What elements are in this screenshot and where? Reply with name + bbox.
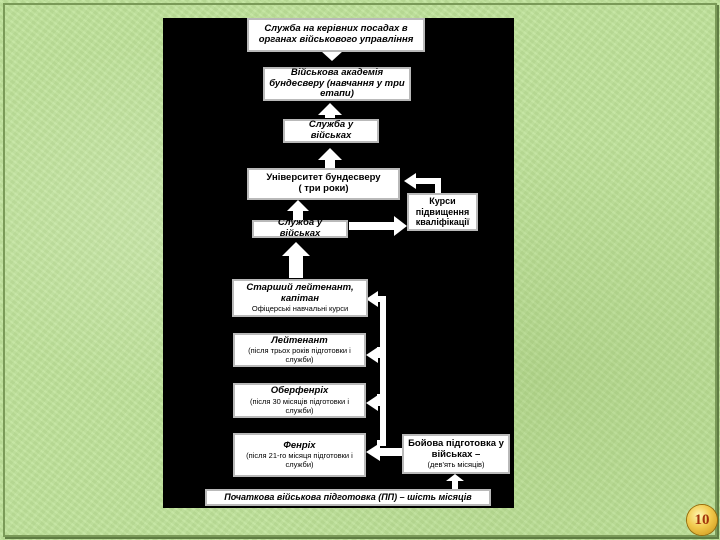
fenrich-sub: (після 21-го місяця підготовки і служби) [246, 451, 353, 470]
box-academy: Військова академія бундесверу (навчання … [263, 67, 411, 101]
combat-sub: (дев'ять місяців) [427, 460, 485, 470]
fenrich-title: Фенріх [283, 439, 316, 451]
box-fenrich: Фенріх (після 21-го місяця підготовки і … [233, 433, 366, 477]
box-oberfenrich: Оберфенріх (після 30 місяців підготовки … [233, 383, 366, 418]
box-service-top: Служба у військах [283, 119, 379, 143]
box-courses: Курси підвищення кваліфікації [407, 193, 478, 231]
academy-label: Військова академія бундесверу (навчання … [269, 66, 405, 100]
lieutenant-sub: (після трьох років підготовки і служби) [248, 346, 351, 365]
oberfenrich-title: Оберфенріх [270, 385, 329, 397]
box-university: Університет бундесверу ( три роки) [247, 168, 400, 200]
box-lieutenant: Лейтенант (після трьох років підготовки … [233, 333, 366, 367]
box-combat: Бойова підготовка у військах – (дев'ять … [402, 434, 510, 474]
senior-title: Старший лейтенант, капітан [246, 281, 354, 304]
page-number: 10 [694, 511, 710, 528]
top-service-label: Служба на керівних посадах в органах вій… [258, 23, 414, 45]
page-number-badge: 10 [687, 505, 717, 535]
box-initial: Початкова військова підготовка (ПП) – ші… [205, 489, 491, 506]
service-mid-label: Служба у військах [277, 217, 323, 239]
oberfenrich-sub: (після 30 місяців підготовки і служби) [250, 396, 349, 415]
combat-title: Бойова підготовка у військах – [408, 437, 504, 460]
university-sub: ( три роки) [298, 183, 349, 194]
courses-label: Курси підвищення кваліфікації [415, 196, 470, 228]
box-top-service: Служба на керівних посадах в органах вій… [247, 18, 425, 52]
university-title: Університет бундесверу [266, 172, 381, 184]
box-service-mid: Служба у військах [252, 217, 348, 239]
initial-label: Початкова військова підготовка (ПП) – ші… [224, 492, 472, 503]
service-top-label: Служба у військах [308, 119, 354, 141]
senior-sub: Офіцерські навчальні курси [251, 304, 349, 314]
box-senior: Старший лейтенант, капітан Офіцерські на… [232, 279, 368, 317]
lieutenant-title: Лейтенант [271, 334, 328, 346]
